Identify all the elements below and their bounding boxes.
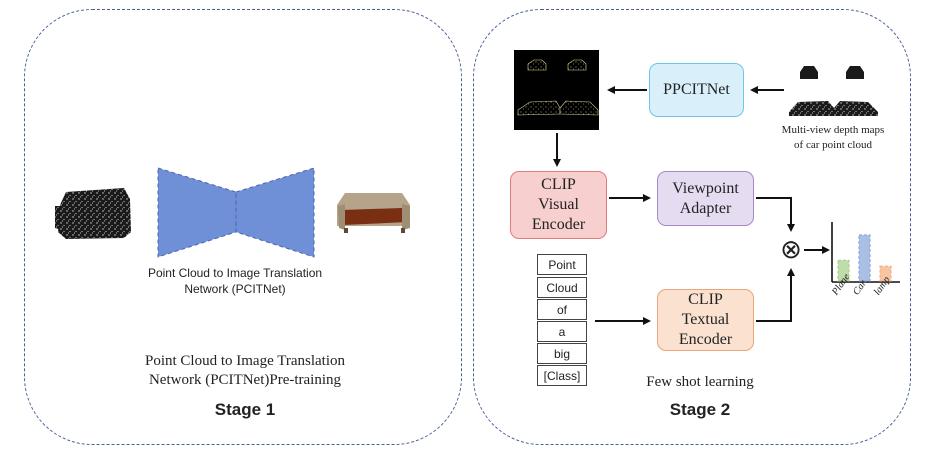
bar-lamp xyxy=(879,265,892,282)
multiply-operator: ⊗ xyxy=(780,235,802,265)
network-caption-line1: Point Cloud to Image Translation xyxy=(147,266,323,280)
multiview-caption: Multi-view depth maps of car point cloud xyxy=(758,123,908,153)
arrow-adapter-to-multiply xyxy=(756,197,795,232)
stage1-label: Stage 1 xyxy=(214,400,276,419)
pretraining-caption-line1: Point Cloud to Image Translation xyxy=(144,353,345,369)
clip-textual-encoder-box: CLIP Textual Encoder xyxy=(657,289,754,351)
prompt-word: [Class] xyxy=(537,365,587,386)
prompt-word: a xyxy=(537,321,587,342)
prompt-word: Point xyxy=(537,254,587,275)
stage2-label: Stage 2 xyxy=(669,400,731,419)
bar-car xyxy=(858,234,871,282)
pretraining-caption: Point Cloud to Image Translation Network… xyxy=(90,352,400,390)
clip-visual-encoder-box: CLIP Visual Encoder xyxy=(510,171,607,239)
prompt-word: of xyxy=(537,299,587,320)
viewpoint-adapter-box: Viewpoint Adapter xyxy=(657,171,754,226)
stage2-panel xyxy=(473,9,911,445)
multiview-caption-line2: of car point cloud xyxy=(794,139,872,151)
stage1-panel xyxy=(24,9,462,445)
prompt-word: big xyxy=(537,343,587,364)
pretraining-caption-line2: Network (PCITNet)Pre-training xyxy=(148,372,342,388)
arrow-clip-textual-to-multiply xyxy=(756,268,795,322)
network-caption-line2: Network (PCITNet) xyxy=(184,282,286,296)
multiview-caption-line1: Multi-view depth maps xyxy=(781,124,885,136)
bar-plane xyxy=(837,259,850,282)
network-caption: Point Cloud to Image Translation Network… xyxy=(120,265,350,297)
few-shot-label: Few shot learning xyxy=(646,374,754,390)
ppcitnet-box: PPCITNet xyxy=(649,63,744,117)
decoder-trapezoid xyxy=(235,167,315,258)
prompt-word: Cloud xyxy=(537,277,587,298)
